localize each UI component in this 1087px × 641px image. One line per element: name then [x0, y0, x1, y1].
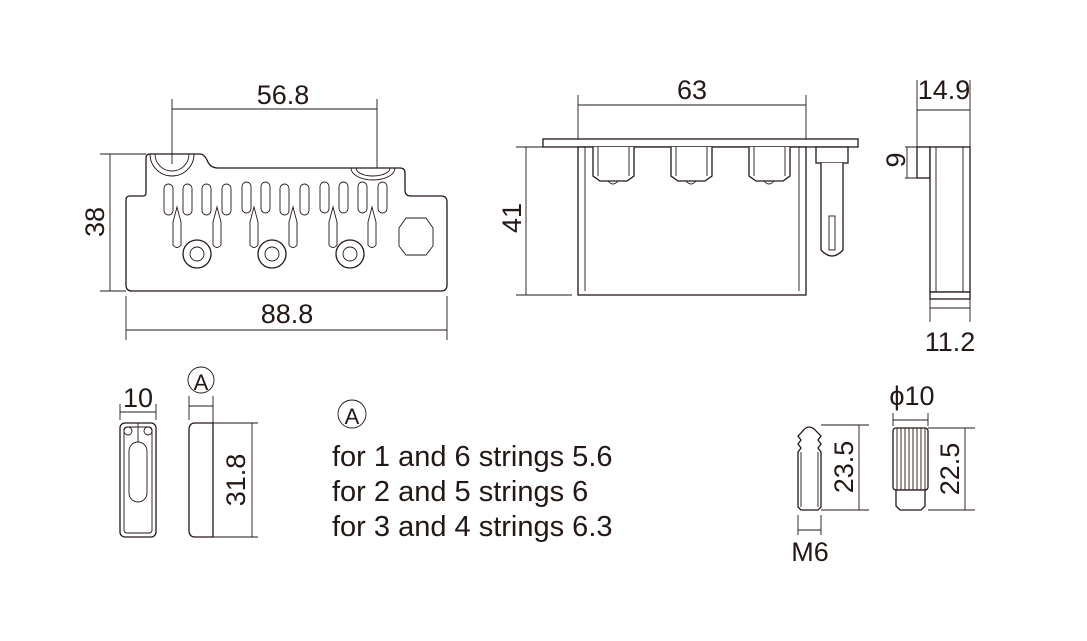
note-line-1: for 1 and 6 strings 5.6 [332, 441, 613, 473]
top-plate [542, 138, 859, 148]
stud-bolt: 23.5 M6 [791, 424, 869, 567]
anchor-insert: ϕ10 22.5 [889, 381, 975, 511]
stud-front [815, 146, 849, 257]
dim-saddle-width: 10 [123, 383, 153, 413]
dim-side-base-width: 11.2 [925, 327, 976, 357]
dim-stud-thread: M6 [791, 537, 829, 567]
note-marker-a: A [345, 404, 360, 429]
dim-stud-length: 23.5 [829, 441, 859, 494]
dim-anchor-length: 22.5 [935, 443, 965, 496]
mounting-screws [182, 239, 365, 269]
dim-overall-width: 88.8 [261, 299, 314, 329]
dim-front-height: 41 [497, 203, 527, 233]
dim-saddle-length: 31.8 [221, 454, 251, 507]
saddle-springs [172, 205, 377, 248]
detail-marker-a: A [194, 370, 209, 395]
dim-anchor-diameter: ϕ10 [889, 381, 934, 411]
note-line-2: for 2 and 5 strings 6 [332, 476, 588, 508]
post-notch-right [350, 167, 396, 181]
dim-tab-height: 9 [881, 152, 911, 167]
dim-height: 38 [80, 207, 110, 237]
dim-front-width: 63 [677, 75, 707, 105]
front-view: 63 41 [497, 75, 859, 296]
side-view: 14.9 9 11.2 [881, 75, 975, 357]
dim-post-spacing: 56.8 [257, 80, 310, 110]
slots [163, 181, 388, 216]
saddle-height-note: A for 1 and 6 strings 5.6 for 2 and 5 st… [332, 399, 613, 543]
note-line-3: for 3 and 4 strings 6.3 [332, 511, 613, 543]
post-notch-left [149, 153, 195, 177]
baseplate-outline [125, 153, 448, 292]
mounting-hole [398, 217, 434, 256]
saddle-views: 10 A 31.8 [119, 366, 258, 538]
dim-side-top-width: 14.9 [918, 75, 971, 105]
saddles-front [592, 147, 791, 185]
top-view: 56.8 38 88.8 [80, 80, 448, 340]
